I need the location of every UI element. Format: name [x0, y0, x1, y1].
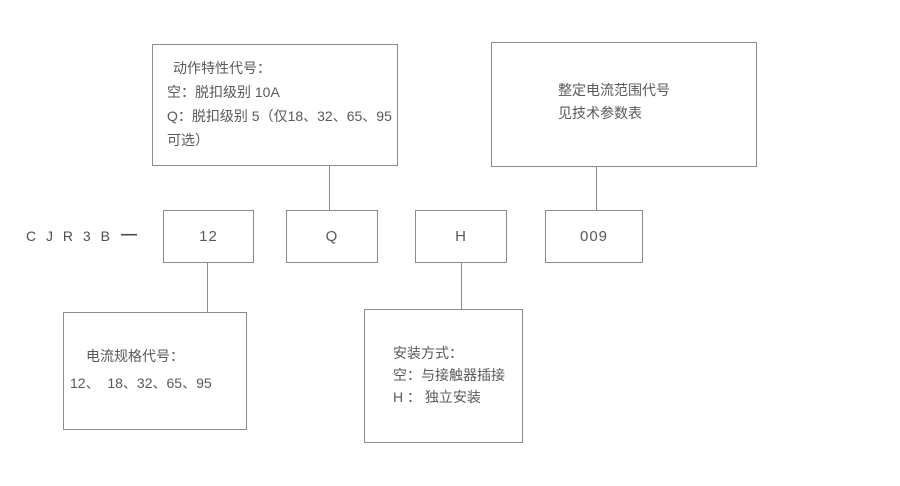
- connector-current-spec: [207, 263, 208, 312]
- callout-line: H ： 独立安装: [393, 389, 481, 405]
- callout-line: 安装方式：: [393, 345, 463, 361]
- separator-dash: —: [121, 226, 137, 243]
- connector-action-characteristic: [329, 166, 330, 210]
- code-value: 12: [199, 228, 218, 245]
- callout-line: Q：脱扣级别 5（仅18、32、65、95: [167, 108, 392, 124]
- callout-line: 动作特性代号：: [173, 60, 271, 76]
- model-prefix-label: C J R 3 B: [26, 228, 113, 244]
- connector-setting-current-range: [596, 167, 597, 210]
- callout-current-spec: 电流规格代号： 12、 18、32、65、95: [63, 312, 247, 430]
- callout-line: 电流规格代号：: [86, 348, 184, 364]
- callout-line: 空：与接触器插接: [393, 367, 505, 383]
- code-box-mounting-type: H: [415, 210, 507, 263]
- code-value: Q: [325, 228, 339, 245]
- callout-line: 空：脱扣级别 10A: [167, 84, 280, 100]
- callout-mounting-type: 安装方式： 空：与接触器插接 H ： 独立安装: [364, 309, 523, 443]
- code-value: 009: [579, 228, 609, 245]
- callout-line: 12、 18、32、65、95: [70, 375, 212, 391]
- callout-action-characteristic: 动作特性代号： 空：脱扣级别 10A Q：脱扣级别 5（仅18、32、65、95…: [152, 44, 398, 166]
- connector-mounting-type: [461, 263, 462, 309]
- callout-line: 可选）: [167, 132, 209, 148]
- code-box-setting-current-range: 009: [545, 210, 643, 263]
- code-value: H: [455, 228, 467, 245]
- callout-line: 整定电流范围代号: [558, 82, 670, 98]
- code-box-action-characteristic: Q: [286, 210, 378, 263]
- callout-line: 见技术参数表: [558, 105, 642, 121]
- callout-setting-current-range: 整定电流范围代号 见技术参数表: [491, 42, 757, 167]
- code-box-current-spec: 12: [163, 210, 254, 263]
